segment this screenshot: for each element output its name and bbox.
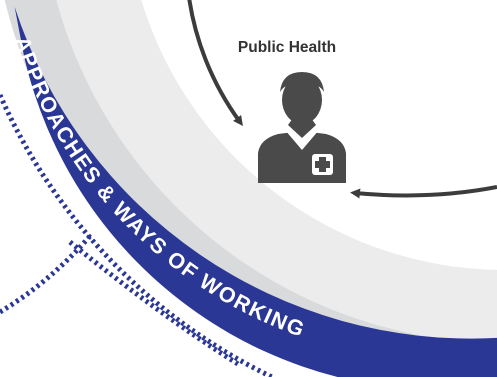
dotted-spoke (0, 234, 92, 315)
cycle-arrow-bottom (350, 185, 497, 199)
health-worker-icon (258, 72, 346, 183)
cycle-arrow-left (187, 0, 243, 127)
node-label: Public Health (237, 39, 337, 56)
approaches-band (14, 6, 497, 377)
dotted-ring-inner (68, 240, 240, 367)
dotted-ring-outer (0, 93, 274, 377)
